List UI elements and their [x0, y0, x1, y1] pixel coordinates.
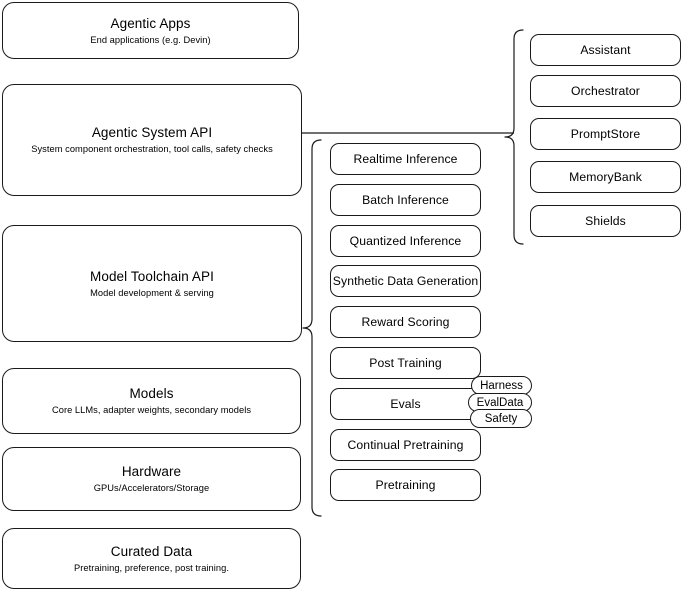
agentic-component-box[interactable]: PromptStore — [530, 118, 681, 150]
layer-subtitle: Pretraining, preference, post training. — [74, 562, 229, 573]
toolchain-capability-box[interactable]: Synthetic Data Generation — [330, 265, 481, 297]
agentic-component-box[interactable]: Assistant — [530, 34, 681, 66]
toolchain-capability-box[interactable]: Pretraining — [330, 469, 481, 501]
toolchain-capability-box[interactable]: Batch Inference — [330, 184, 481, 216]
toolchain-capability-box[interactable]: Realtime Inference — [330, 143, 481, 175]
agentic-component-box[interactable]: Shields — [530, 205, 681, 237]
toolchain-capability-box[interactable]: Evals — [330, 388, 481, 420]
layer-box[interactable]: Model Toolchain API Model development & s… — [2, 225, 302, 342]
agentic-component-box[interactable]: Orchestrator — [530, 75, 681, 107]
evals-tag-pill[interactable]: EvalData — [468, 393, 532, 412]
evals-tag-pill[interactable]: Harness — [471, 376, 532, 395]
evals-tag-pill[interactable]: Safety — [470, 409, 532, 428]
layer-title: Hardware — [121, 464, 182, 479]
layer-box[interactable]: Agentic System API System component orche… — [2, 84, 302, 196]
layer-title: Agentic System API — [91, 125, 213, 140]
layer-subtitle: System component orchestration, tool cal… — [31, 144, 273, 154]
agentic-component-box[interactable]: MemoryBank — [530, 161, 681, 193]
layer-title: Agentic Apps — [110, 15, 191, 31]
layer-subtitle: End applications (e.g. Devin) — [90, 34, 211, 45]
toolchain-capability-box[interactable]: Quantized Inference — [330, 225, 481, 257]
layer-subtitle: Model development & serving — [90, 287, 214, 298]
layer-subtitle: GPUs/Accelerators/Storage — [93, 483, 210, 493]
layer-subtitle: Core LLMs, adapter weights, secondary mo… — [51, 405, 252, 415]
layer-title: Curated Data — [110, 543, 193, 559]
toolchain-capability-box[interactable]: Reward Scoring — [330, 306, 481, 338]
layer-title: Models — [129, 386, 174, 401]
layer-title: Model Toolchain API — [90, 268, 214, 284]
toolchain-capability-box[interactable]: Continual Pretraining — [330, 429, 481, 461]
toolchain-capability-box[interactable]: Post Training — [330, 347, 481, 379]
